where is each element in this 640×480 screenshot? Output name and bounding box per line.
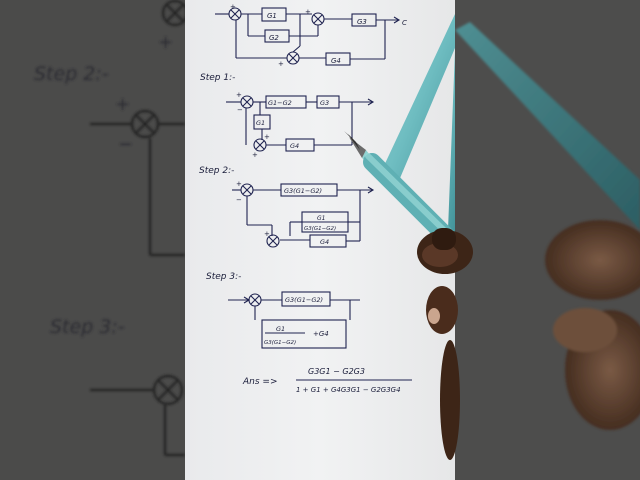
step3-label: Step 3:-	[206, 272, 241, 282]
step1-sign: +	[252, 151, 258, 159]
step2-diagram	[232, 183, 375, 248]
step3-block-a: G3(G1−G2)	[285, 296, 323, 304]
paper-sheet	[185, 0, 455, 480]
step1-block-c: G1	[256, 119, 265, 127]
step3-block-b-num: G1	[276, 325, 285, 333]
answer-label: Ans =>	[242, 377, 278, 387]
top-g1-label: G1	[267, 12, 277, 20]
step1-sign: −	[237, 106, 243, 114]
step1-diagram	[226, 95, 375, 152]
left-step3-label: Step 3:-	[50, 316, 125, 338]
step2-sign: +	[264, 230, 270, 238]
step2-label: Step 2:-	[199, 166, 234, 176]
left-minus-sign: −	[118, 134, 133, 155]
step3-block-b-den: G3(G1−G2)	[264, 340, 296, 346]
step1-block-a: G1−G2	[268, 99, 292, 107]
left-blur-panel	[0, 0, 185, 480]
top-g3-label: G3	[357, 18, 367, 26]
top-sign: +	[230, 3, 236, 11]
step1-sign: +	[236, 91, 242, 99]
pen-pointer	[344, 14, 461, 251]
step3-block-b-add: +G4	[313, 330, 329, 338]
step1-sign: +	[264, 133, 270, 141]
step2-block-b-num: G1	[317, 215, 325, 222]
step2-block-b-den: G3(G1−G2)	[304, 226, 336, 232]
right-blur-content	[455, 22, 640, 430]
left-step2-label: Step 2:-	[34, 63, 109, 85]
top-output-label: C	[402, 19, 407, 27]
hand	[417, 228, 473, 460]
step2-block-a: G3(G1−G2)	[284, 187, 322, 195]
answer-numerator: G3G1 − G2G3	[308, 367, 365, 376]
answer-denominator: 1 + G1 + G4G3G1 − G2G3G4	[296, 386, 401, 394]
step2-sign: −	[236, 196, 242, 204]
step1-block-b: G3	[320, 99, 329, 107]
step2-sign: +	[236, 180, 242, 188]
step2-block-c: G4	[320, 238, 329, 246]
top-sign: +	[278, 60, 284, 68]
left-plus-sign: +	[115, 94, 130, 115]
top-g4-label: G4	[331, 57, 341, 65]
top-sign: +	[305, 8, 311, 16]
step3-diagram	[228, 291, 360, 349]
top-g2-label: G2	[269, 34, 279, 42]
top-diagram	[215, 7, 401, 66]
step1-block-d: G4	[290, 142, 299, 150]
left-plus-top: +	[158, 32, 173, 53]
left-blur-content	[90, 0, 189, 457]
step1-label: Step 1:-	[200, 73, 235, 83]
